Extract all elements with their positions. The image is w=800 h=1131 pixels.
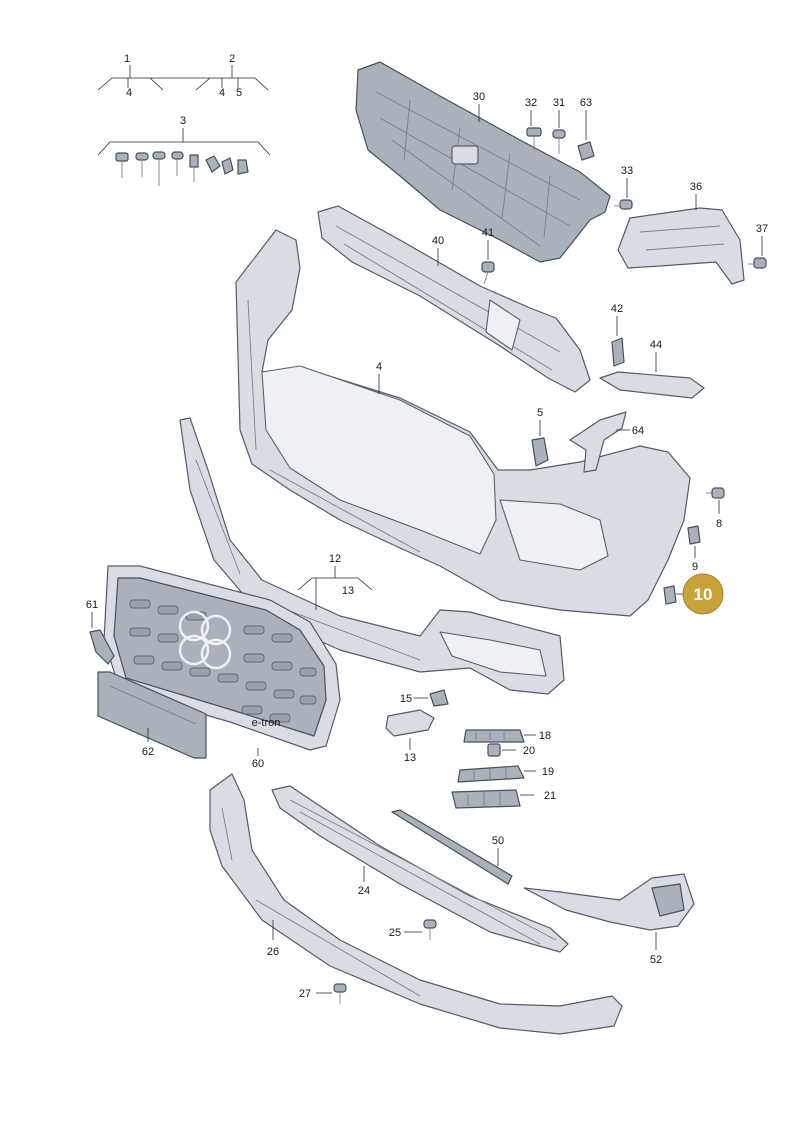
part-42-clip	[611, 337, 625, 367]
part-50-trim-strip	[391, 809, 513, 885]
part-62-plate-holder	[97, 671, 207, 759]
label-18: 18	[539, 730, 551, 742]
label-50: 50	[492, 835, 504, 847]
part-21-grille-insert	[451, 789, 521, 809]
screw-icon	[115, 152, 129, 178]
part-5-bracket	[531, 437, 549, 467]
label-63: 63	[580, 97, 592, 109]
screw-31-icon	[552, 129, 566, 154]
label-20: 20	[523, 745, 535, 757]
label-31: 31	[553, 97, 565, 109]
clip-63-icon	[577, 141, 595, 161]
part-44-trim-strip	[599, 371, 705, 399]
label-9: 9	[692, 561, 698, 573]
grille-mesh	[129, 599, 317, 723]
label-33: 33	[621, 165, 633, 177]
part-13-tow-cover	[385, 709, 435, 737]
screw-8-icon	[706, 487, 725, 499]
screw-33-icon	[614, 199, 633, 210]
clip-icon	[205, 155, 221, 173]
label-24: 24	[358, 885, 370, 897]
screw-icon	[171, 151, 184, 176]
label-40: 40	[432, 235, 444, 247]
clip-9-icon	[687, 525, 701, 545]
label-61: 61	[86, 599, 98, 611]
label-32: 32	[525, 97, 537, 109]
label-19: 19	[542, 766, 554, 778]
group-3-fasteners: 3	[97, 115, 271, 186]
part-64-mount-bracket	[569, 411, 627, 473]
screw-25-icon	[423, 919, 437, 940]
label-30: 30	[473, 91, 485, 103]
label-15: 15	[400, 693, 412, 705]
clip-20-icon	[487, 743, 501, 757]
label-62: 62	[142, 746, 154, 758]
clip-icon	[221, 157, 234, 175]
label-2-sub-4: 4	[219, 87, 225, 99]
label-41: 41	[482, 227, 494, 239]
screw-37-icon	[748, 257, 767, 269]
part-30-bumper-bracket	[355, 61, 611, 263]
label-12: 12	[329, 553, 341, 565]
label-13: 13	[404, 752, 416, 764]
label-2-sub-5: 5	[236, 87, 242, 99]
clip-icon	[237, 159, 249, 175]
part-18-grille-insert	[463, 729, 525, 743]
part-4-bumper-cover	[235, 229, 691, 617]
part-40-grille-frame	[317, 205, 591, 393]
label-52: 52	[650, 954, 662, 966]
part-19-grille-insert	[457, 765, 525, 783]
bolt-icon	[189, 154, 199, 182]
label-12-sub-13: 13	[342, 585, 354, 597]
label-1-sub-4: 4	[126, 87, 132, 99]
part-60-radiator-grille: e-tron	[103, 565, 341, 751]
label-3: 3	[180, 115, 186, 127]
callout-number: 10	[694, 585, 713, 604]
audi-rings-logo	[178, 610, 232, 670]
screw-41-icon	[481, 261, 495, 285]
label-4: 4	[376, 361, 382, 373]
label-60: 60	[252, 758, 264, 770]
part-61-cover	[89, 629, 115, 665]
screw-icon	[135, 152, 149, 177]
label-2: 2	[229, 53, 235, 65]
callout-badge-10[interactable]: 10	[682, 573, 724, 615]
label-1: 1	[124, 53, 130, 65]
label-26: 26	[267, 946, 279, 958]
part-52-side-trim	[523, 873, 695, 931]
part-24-lower-mesh	[271, 785, 569, 953]
clip-10-icon	[663, 585, 677, 605]
label-8: 8	[716, 518, 722, 530]
part-36-side-bracket	[617, 207, 745, 285]
label-36: 36	[690, 181, 702, 193]
screw-27-icon	[333, 983, 347, 1004]
group-1-bracket: 1 4	[97, 53, 164, 99]
label-44: 44	[650, 339, 662, 351]
label-37: 37	[756, 223, 768, 235]
label-21: 21	[544, 790, 556, 802]
label-5: 5	[537, 407, 543, 419]
group-2-bracket: 2 4 5	[195, 53, 269, 99]
screw-icon	[152, 151, 166, 186]
label-42: 42	[611, 303, 623, 315]
screw-32-icon	[526, 127, 542, 150]
label-64: 64	[632, 425, 644, 437]
clip-15-icon	[429, 689, 449, 707]
label-27: 27	[299, 988, 311, 1000]
grille-badge-text: e-tron	[252, 717, 281, 729]
label-25: 25	[389, 927, 401, 939]
